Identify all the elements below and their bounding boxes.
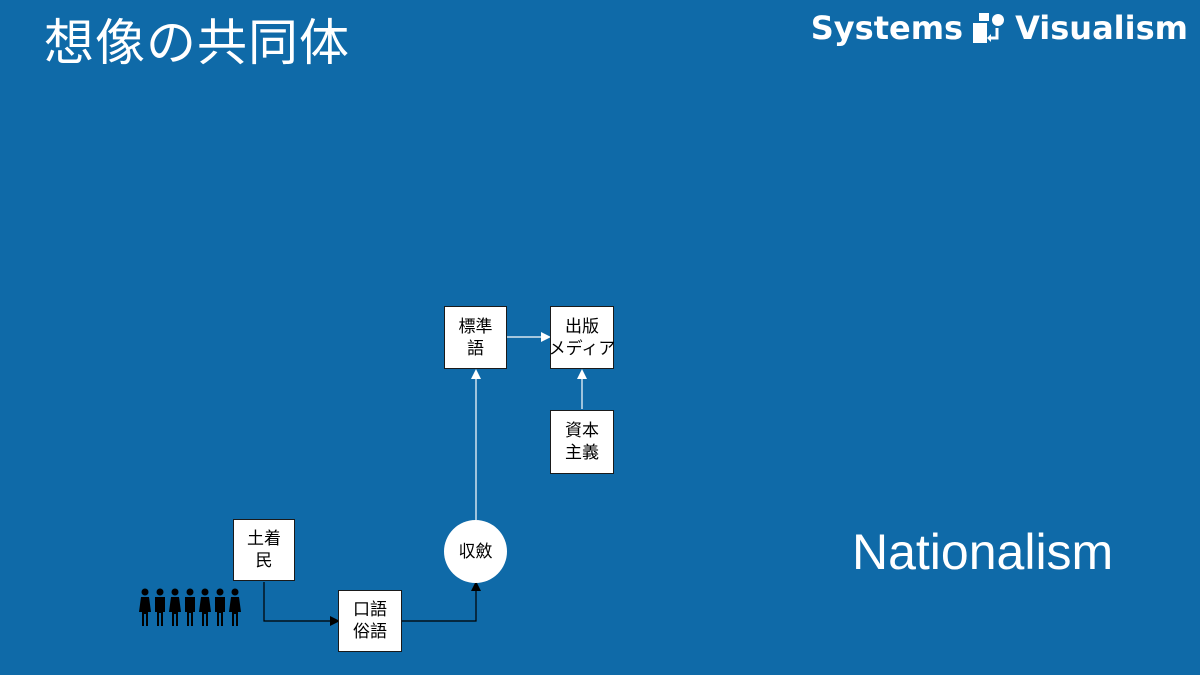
node-label-line: 収斂 bbox=[458, 541, 493, 562]
systems-visualism-logo-icon bbox=[973, 13, 1005, 43]
node-label-line: 民 bbox=[255, 551, 273, 571]
node-label-line: 出版 bbox=[565, 316, 599, 337]
page-title: 想像の共同体 bbox=[44, 14, 350, 72]
node-label-line: 語 bbox=[467, 338, 484, 359]
arrow-kogo-to-shuren bbox=[402, 581, 481, 622]
brand-logo: Systems Visualism bbox=[811, 6, 1188, 50]
node-kogo: 口語 俗語 bbox=[338, 590, 402, 652]
brand-text-right: Visualism bbox=[1015, 9, 1188, 47]
node-label-line: 口語 bbox=[353, 600, 387, 620]
node-label-line: メディア bbox=[548, 338, 616, 359]
node-hyojungo: 標準 語 bbox=[444, 306, 507, 369]
brand-text-left: Systems bbox=[810, 9, 964, 47]
node-label-line: 土着 bbox=[247, 529, 281, 549]
node-shuppan: 出版 メディア bbox=[548, 306, 616, 369]
node-shihon: 資本 主義 bbox=[550, 410, 614, 474]
node-label-line: 俗語 bbox=[353, 622, 387, 642]
subtitle: Nationalism bbox=[852, 524, 1114, 580]
group-of-people-icon bbox=[139, 588, 241, 626]
node-label-line: 主義 bbox=[565, 443, 599, 463]
node-shuren: 収斂 bbox=[444, 520, 507, 583]
node-dochakumin: 土着 民 bbox=[233, 519, 295, 581]
node-label-line: 標準 bbox=[458, 316, 493, 337]
node-label-line: 資本 bbox=[565, 421, 599, 441]
arrow-dochakumin-to-kogo bbox=[263, 582, 340, 626]
